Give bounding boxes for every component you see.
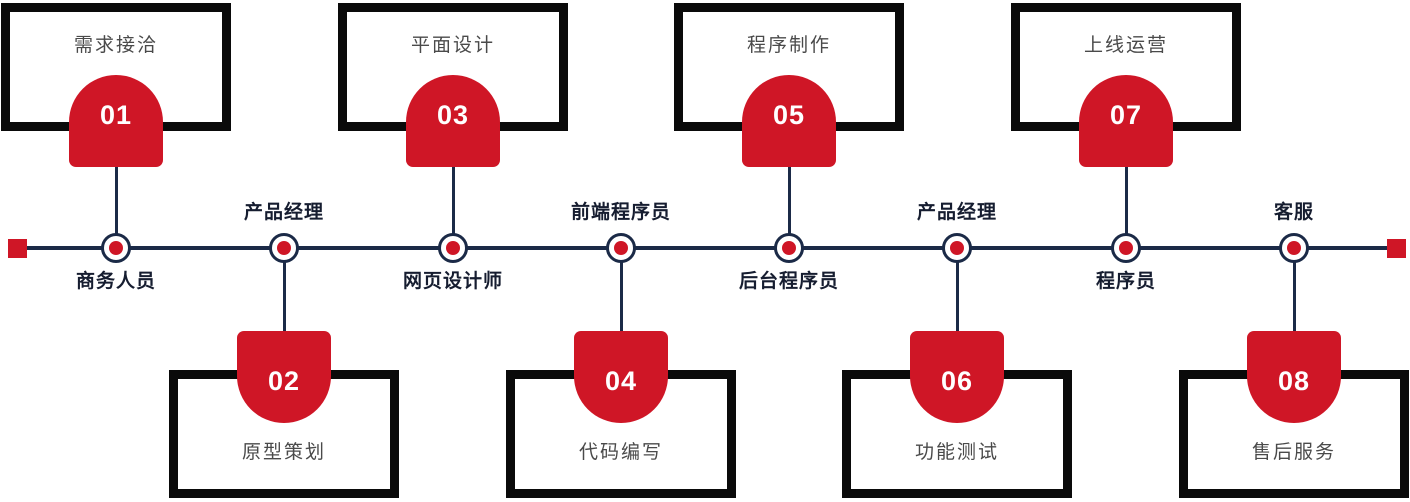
node-dot	[109, 241, 123, 255]
timeline-node	[1111, 233, 1141, 263]
connector-line	[452, 165, 455, 235]
step-number-badge: 05	[742, 75, 836, 167]
step-number: 03	[436, 100, 470, 130]
role-label: 程序员	[1095, 271, 1157, 292]
role-label: 网页设计师	[402, 271, 504, 292]
node-dot	[1287, 241, 1301, 255]
timeline-node	[606, 233, 636, 263]
role-label: 后台程序员	[738, 271, 840, 292]
timeline-line	[14, 246, 1396, 250]
step-title: 程序制作	[746, 35, 831, 56]
connector-line	[283, 262, 286, 332]
role-label: 产品经理	[916, 202, 998, 223]
timeline-endcap-right	[1387, 239, 1406, 258]
step-number-badge: 08	[1247, 331, 1341, 423]
step-number: 01	[99, 100, 133, 130]
connector-line	[1125, 165, 1128, 235]
node-dot	[950, 241, 964, 255]
step-number: 06	[940, 366, 974, 396]
step-title: 功能测试	[914, 442, 999, 463]
step-title: 代码编写	[578, 442, 663, 463]
role-label: 商务人员	[75, 271, 157, 292]
timeline-node	[1279, 233, 1309, 263]
connector-line	[1293, 262, 1296, 332]
step-title: 售后服务	[1251, 442, 1336, 463]
connector-line	[620, 262, 623, 332]
step-number-badge: 01	[69, 75, 163, 167]
timeline-node	[438, 233, 468, 263]
timeline-node	[942, 233, 972, 263]
timeline-node	[269, 233, 299, 263]
step-number: 05	[772, 100, 806, 130]
node-dot	[446, 241, 460, 255]
step-title: 上线运营	[1083, 35, 1168, 56]
timeline-node	[101, 233, 131, 263]
step-number-badge: 06	[910, 331, 1004, 423]
node-dot	[782, 241, 796, 255]
role-label: 产品经理	[243, 202, 325, 223]
node-dot	[277, 241, 291, 255]
step-title: 需求接洽	[73, 35, 158, 56]
timeline-endcap-left	[8, 239, 27, 258]
role-label: 客服	[1273, 202, 1315, 223]
node-dot	[1119, 241, 1133, 255]
step-number-badge: 04	[574, 331, 668, 423]
step-number-badge: 07	[1079, 75, 1173, 167]
step-number: 07	[1109, 100, 1143, 130]
role-label: 前端程序员	[570, 202, 672, 223]
step-number: 08	[1277, 366, 1311, 396]
step-title: 平面设计	[410, 35, 495, 56]
node-dot	[614, 241, 628, 255]
step-number: 02	[267, 366, 301, 396]
step-title: 原型策划	[241, 442, 326, 463]
step-number: 04	[604, 366, 638, 396]
step-number-badge: 03	[406, 75, 500, 167]
connector-line	[788, 165, 791, 235]
timeline-node	[774, 233, 804, 263]
connector-line	[115, 165, 118, 235]
connector-line	[956, 262, 959, 332]
step-number-badge: 02	[237, 331, 331, 423]
